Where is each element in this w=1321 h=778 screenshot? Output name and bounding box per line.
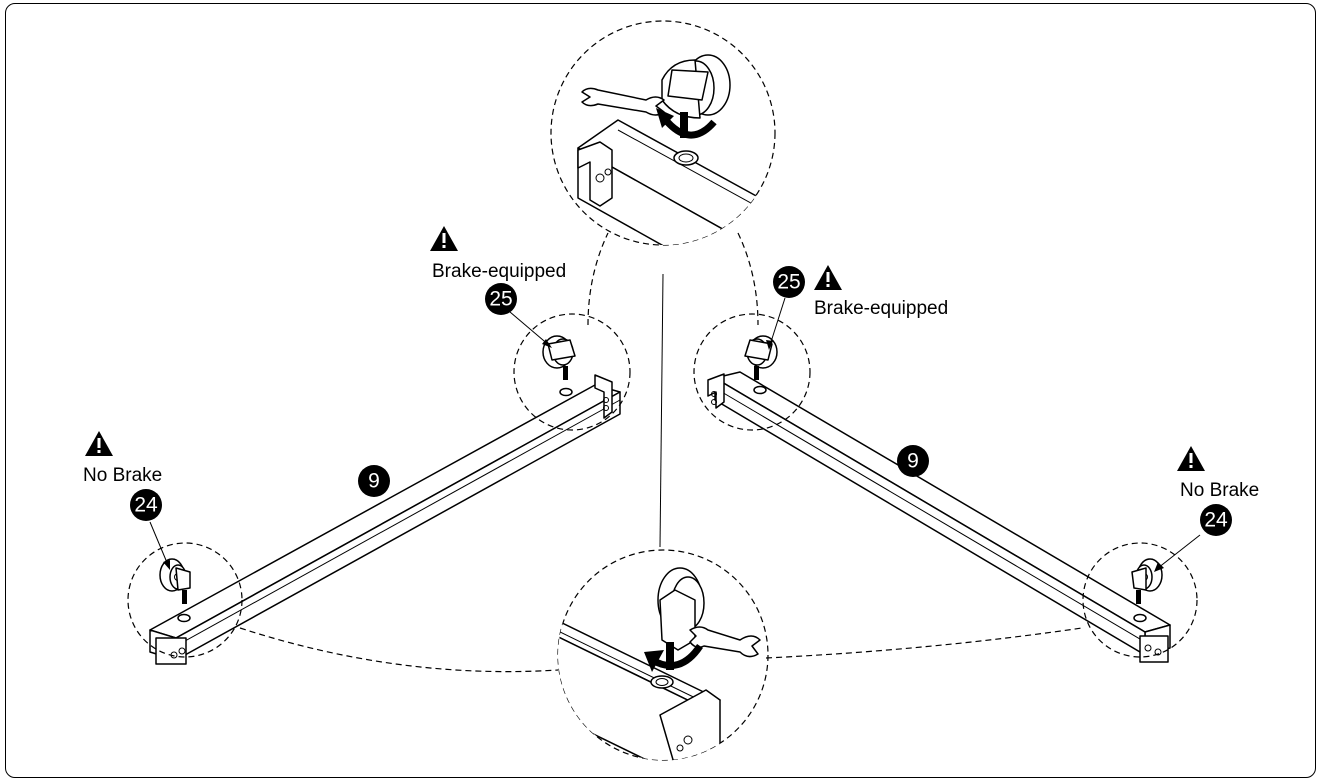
caster-nobrake-left <box>159 558 191 604</box>
detail-circle-nobrake-right <box>1082 542 1198 658</box>
beam-left <box>149 374 621 665</box>
svg-text:25: 25 <box>777 271 800 294</box>
beam-right <box>707 371 1171 663</box>
callout-24-right: 24 <box>1200 504 1232 536</box>
caster-nobrake-right <box>1131 558 1163 604</box>
callout-leaders <box>149 297 1201 572</box>
callout-9-right: 9 <box>897 445 929 477</box>
label-nobrake-left: No Brake <box>83 465 162 486</box>
warning-icon <box>1177 446 1205 471</box>
detail-circle-brake-right <box>693 313 811 431</box>
svg-text:24: 24 <box>1204 509 1228 532</box>
detail-circle-nobrake-left <box>127 542 243 658</box>
warning-icon <box>85 431 113 456</box>
caster-brake-left <box>542 335 576 380</box>
detail-connectors <box>239 232 1083 673</box>
callout-25-left: 25 <box>485 283 517 315</box>
rotation-arrow-icon <box>656 108 674 128</box>
svg-text:9: 9 <box>907 450 919 473</box>
label-brake-left: Brake-equipped <box>432 261 566 282</box>
callout-25-right: 25 <box>773 266 805 298</box>
callout-24-left: 24 <box>130 489 162 521</box>
wrench-icon <box>581 87 665 116</box>
svg-text:25: 25 <box>489 288 512 311</box>
label-nobrake-right: No Brake <box>1180 480 1259 501</box>
detail-bottom-content <box>558 567 761 760</box>
svg-text:24: 24 <box>134 494 158 517</box>
warning-icon <box>430 226 458 251</box>
svg-text:9: 9 <box>368 470 380 493</box>
detail-circle-brake-left <box>513 313 631 431</box>
callout-9-left: 9 <box>358 465 390 497</box>
label-brake-right: Brake-equipped <box>814 298 948 319</box>
warning-icon <box>814 265 842 290</box>
